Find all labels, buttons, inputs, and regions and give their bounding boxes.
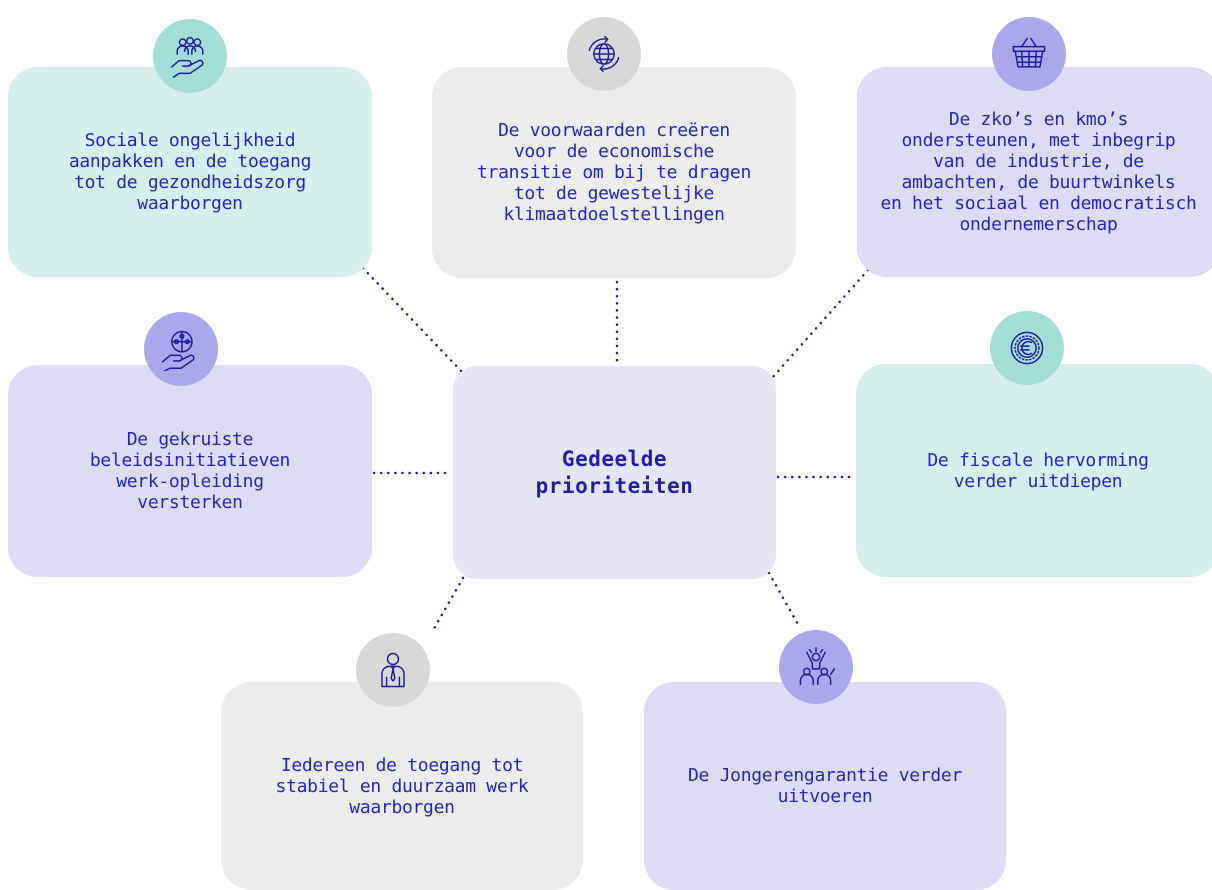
priority-text-youth: De Jongerengarantie verder uitvoeren	[688, 765, 962, 807]
euro-coin-icon	[990, 311, 1064, 385]
center-box: Gedeelde prioriteiten	[453, 366, 776, 579]
center-title: Gedeelde prioriteiten	[535, 446, 694, 498]
priority-box-fiscal: De fiscale hervorming verder uitdiepen	[856, 364, 1212, 577]
priority-box-economic: De voorwaarden creëren voor de economisc…	[432, 67, 796, 278]
priority-box-sme: De zko’s en kmo’s ondersteunen, met inbe…	[857, 67, 1212, 277]
hand-puzzle-icon	[144, 312, 218, 386]
priority-text-sme: De zko’s en kmo’s ondersteunen, met inbe…	[880, 109, 1197, 235]
priority-box-work: Iedereen de toegang tot stabiel en duurz…	[221, 682, 583, 890]
connector-youth	[767, 571, 802, 630]
connector-sme	[770, 268, 870, 380]
priority-box-youth: De Jongerengarantie verder uitvoeren	[644, 682, 1006, 890]
priority-text-fiscal: De fiscale hervorming verder uitdiepen	[927, 449, 1149, 492]
hand-people-icon	[153, 19, 227, 93]
globe-arrows-icon	[567, 17, 641, 91]
priority-box-policy: De gekruiste beleidsinitiatieven werk-op…	[8, 365, 372, 577]
priority-box-social: Sociale ongelijkheid aanpakken en de toe…	[8, 67, 372, 277]
connector-social	[361, 266, 464, 374]
priority-text-social: Sociale ongelijkheid aanpakken en de toe…	[68, 130, 312, 214]
priority-text-policy: De gekruiste beleidsinitiatieven werk-op…	[89, 429, 291, 513]
basket-icon	[992, 17, 1066, 91]
youth-cheer-icon	[779, 630, 853, 704]
connector-work	[430, 576, 465, 634]
priority-text-work: Iedereen de toegang tot stabiel en duurz…	[275, 754, 529, 818]
priority-text-economic: De voorwaarden creëren voor de economisc…	[477, 120, 751, 225]
person-tie-icon	[356, 633, 430, 707]
